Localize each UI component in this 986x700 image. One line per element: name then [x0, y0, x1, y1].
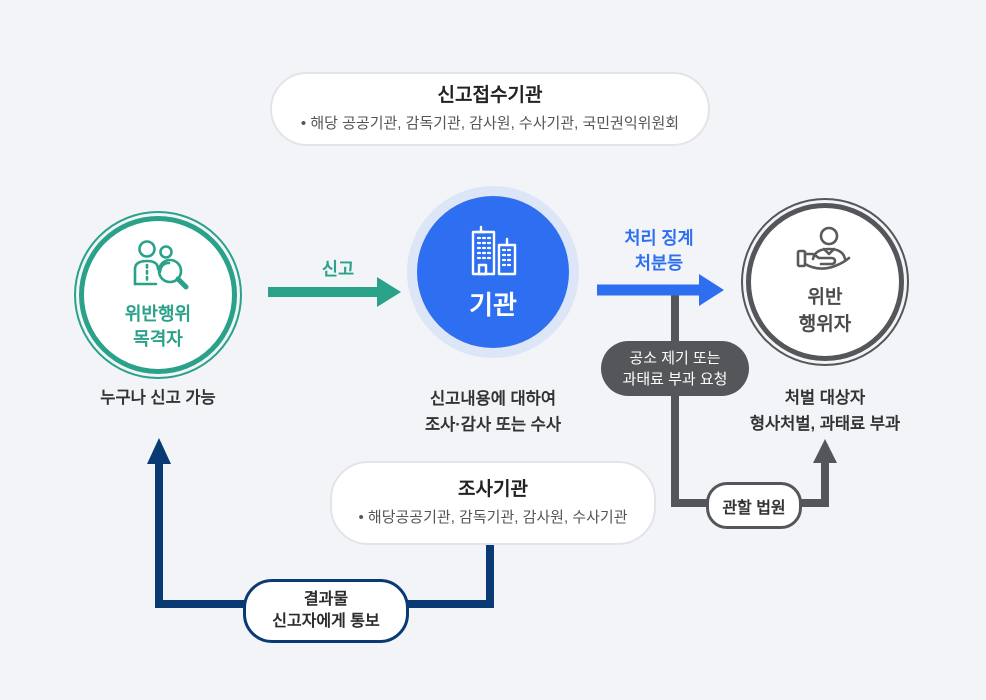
process-arrow [597, 274, 724, 306]
prosecution-request-pill: 공소 제기 또는 과태료 부과 요청 [601, 341, 749, 396]
prosecution-pill-line1: 공소 제기 또는 [629, 349, 721, 367]
report-receiving-agencies-box: 신고접수기관 • 해당 공공기관, 감독기관, 감사원, 수사기관, 국민권익위… [270, 72, 710, 146]
violator-outer-ring: 위반 행위자 [741, 198, 909, 366]
investigation-agencies-box: 조사기관 • 해당공공기관, 감독기관, 감사원, 수사기관 [330, 461, 656, 545]
agency-caption-line2: 조사·감사 또는 수사 [424, 415, 562, 434]
agency-node: 기관 [417, 196, 569, 348]
box-title: 조사기관 [458, 479, 528, 501]
people-magnifier-icon [133, 240, 189, 290]
box-bullet-item: • 해당 공공기관, 감독기관, 감사원, 수사기관, 국민권익위원회 [300, 115, 680, 133]
witness-label-line2: 목격자 [133, 329, 183, 349]
violator-caption-line1: 처벌 대상자 [784, 389, 866, 407]
up-arrowhead-icon [147, 438, 171, 464]
process-arrow-label-line2: 처분등 [634, 253, 684, 274]
box-title: 신고접수기관 [437, 85, 543, 107]
result-pill-line2: 신고자에게 통보 [272, 613, 380, 630]
violator-label-line1: 위반 [807, 287, 843, 309]
agency-caption-line1: 신고내용에 대하여 [429, 390, 557, 408]
result-notification-pill: 결과물 신고자에게 통보 [243, 579, 409, 643]
buildings-icon [471, 225, 517, 275]
prosecution-pill-line2: 과태료 부과 요청 [622, 370, 728, 388]
witness-circle: 위반행위 목격자 [79, 216, 237, 374]
result-pill-line1: 결과물 [303, 590, 349, 608]
person-in-hand-icon [796, 227, 851, 271]
box-bullet-item: • 해당공공기관, 감독기관, 감사원, 수사기관 [358, 509, 628, 527]
violator-caption-line2: 형사처벌, 과태료 부과 [749, 414, 901, 433]
witness-caption: 누구나 신고 가능 [100, 389, 216, 407]
violator-caption: 처벌 대상자 형사처벌, 과태료 부과 [715, 386, 935, 437]
violator-node: 위반 행위자 [741, 198, 909, 366]
witness-node: 위반행위 목격자 [74, 211, 242, 379]
agency-caption: 신고내용에 대하여 조사·감사 또는 수사 [383, 387, 603, 438]
process-arrow-label-line1: 처리 징계 [624, 228, 694, 248]
violator-label: 위반 행위자 [799, 285, 851, 338]
court-pill: 관할 법원 [706, 482, 802, 529]
agency-label: 기관 [469, 289, 517, 320]
right-arrowhead-icon [377, 277, 401, 307]
up-arrowhead-icon [813, 439, 837, 463]
witness-label: 위반행위 목격자 [125, 302, 191, 352]
witness-outer-ring: 위반행위 목격자 [74, 211, 242, 379]
violator-circle: 위반 행위자 [746, 203, 904, 361]
witness-label-line1: 위반행위 [124, 303, 192, 324]
process-arrow-label: 처리 징계 처분등 [604, 226, 714, 277]
report-arrow-label: 신고 [321, 259, 355, 279]
right-arrowhead-icon [699, 274, 724, 306]
report-arrow [268, 277, 401, 307]
violator-label-line2: 행위자 [798, 314, 852, 335]
